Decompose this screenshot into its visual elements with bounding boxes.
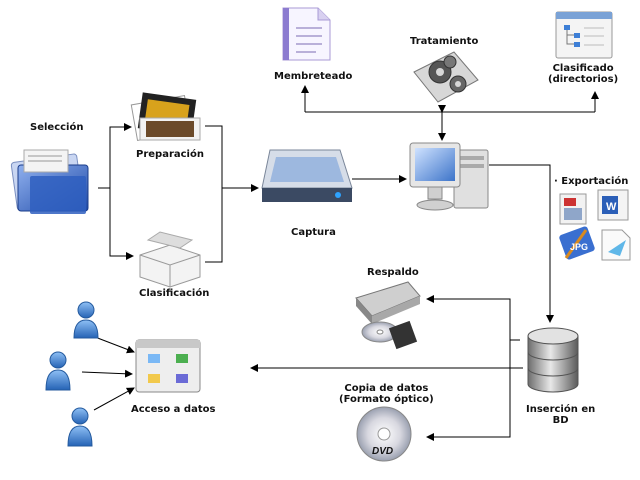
label-preparacion: Preparación xyxy=(136,149,204,160)
jpg-text: JPG xyxy=(570,242,588,252)
connectors xyxy=(81,85,599,441)
gears-icon xyxy=(413,51,479,103)
label-copia: Copia de datos (Formato óptico) xyxy=(339,383,434,405)
label-captura: Captura xyxy=(291,227,336,238)
user-icon-2 xyxy=(45,351,71,391)
dvd-label-text: DVD xyxy=(372,446,393,457)
export-jpg-icon: JPG xyxy=(559,226,595,260)
arrow-seleccion-to-preparacion xyxy=(98,123,132,189)
label-clasificado-line2: (directorios) xyxy=(548,74,619,85)
label-clasificado-line1: Clasificado xyxy=(552,63,614,74)
line-clasificacion-out xyxy=(205,188,223,263)
data-access-window-icon xyxy=(135,339,201,393)
svg-text:W: W xyxy=(606,201,617,213)
export-image-icon xyxy=(601,229,631,261)
folder-stack-icon xyxy=(10,149,89,214)
export-word-icon: W xyxy=(597,189,629,221)
label-insercion-line2: BD xyxy=(552,415,569,426)
export-pdf-icon xyxy=(559,193,587,225)
arrow-db-to-copia xyxy=(426,340,511,441)
label-tratamiento: Tratamiento xyxy=(410,36,479,47)
disc-drive-icon xyxy=(355,281,421,350)
user-icon-3 xyxy=(67,407,93,447)
label-respaldo: Respaldo xyxy=(367,267,419,278)
label-insercion-line1: Inserción en xyxy=(526,404,596,415)
arrow-user2-to-acceso xyxy=(81,369,133,378)
arrow-user1-to-acceso xyxy=(94,336,135,354)
label-exportacion: · Exportación xyxy=(554,176,629,187)
computer-icon xyxy=(409,142,489,211)
photos-icon xyxy=(130,92,201,141)
label-copia-line2: (Formato óptico) xyxy=(339,394,434,405)
arrow-computer-to-db xyxy=(489,164,554,323)
user-icon-1 xyxy=(73,301,99,339)
arrow-user3-to-acceso xyxy=(93,387,135,411)
label-acceso: Acceso a datos xyxy=(131,404,216,415)
label-clasificado: Clasificado (directorios) xyxy=(548,63,618,85)
directory-tree-icon xyxy=(555,11,613,59)
arrow-seleccion-to-clasificacion xyxy=(109,188,134,260)
label-membreteado: Membreteado xyxy=(274,71,353,82)
database-icon xyxy=(527,327,579,393)
label-seleccion: Selección xyxy=(30,122,84,133)
arrow-db-to-respaldo xyxy=(426,295,520,341)
label-insercion: Inserción en BD xyxy=(526,404,595,426)
scanner-icon xyxy=(261,149,353,202)
label-clasificacion: Clasificación xyxy=(139,288,210,299)
box-icon xyxy=(139,231,201,288)
line-preparacion-out xyxy=(205,125,223,188)
document-icon xyxy=(282,7,331,61)
dvd-icon: DVD xyxy=(356,406,412,462)
label-copia-line1: Copia de datos xyxy=(344,383,429,394)
